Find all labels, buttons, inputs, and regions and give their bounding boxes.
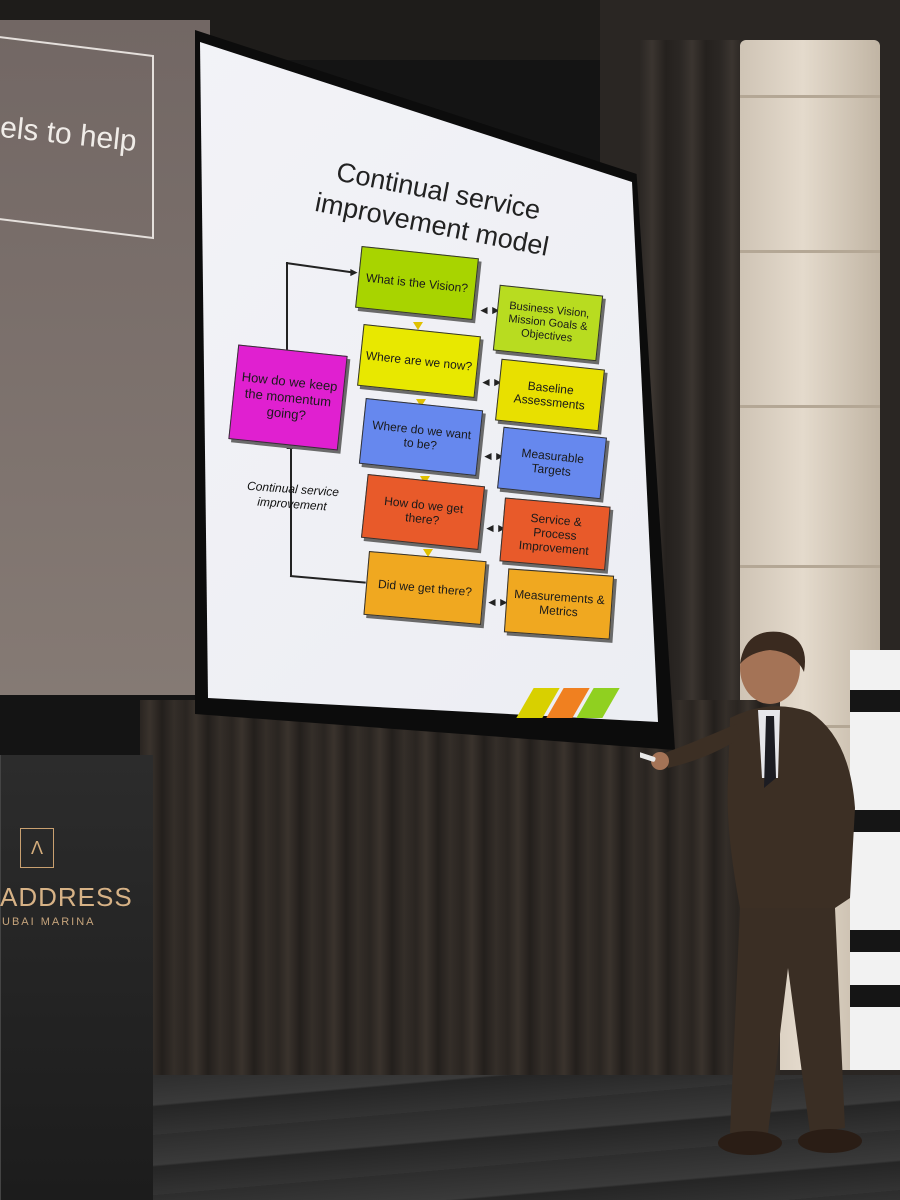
result-box-improvement: Service & Process Improvement: [499, 497, 611, 571]
result-box-targets: Measurable Targets: [497, 426, 607, 500]
podium: [0, 755, 153, 1200]
flow-box-label: Did we get there?: [377, 576, 473, 600]
result-box-label: Service & Process Improvement: [518, 510, 590, 558]
flow-arrow: [413, 322, 423, 330]
flow-box-now: Where are we now?: [357, 324, 481, 398]
flow-box-label: How do we get there?: [383, 493, 464, 528]
column-joint: [740, 250, 880, 253]
banner-stripe: [850, 690, 900, 712]
column-joint: [740, 405, 880, 408]
result-box-label: Measurable Targets: [520, 445, 585, 479]
result-box-label: Baseline Assessments: [513, 378, 586, 413]
banner-stripe: [850, 930, 900, 952]
result-box-label: Measurements & Metrics: [513, 586, 606, 620]
logo-glyph: Λ: [30, 837, 44, 858]
loop-line-up: [286, 262, 288, 362]
loop-arrow-head: ►: [348, 265, 360, 279]
banner-stripe: [850, 985, 900, 1007]
left-screen: [0, 20, 210, 695]
column-joint: [740, 95, 880, 98]
flow-box-did: Did we get there?: [363, 550, 487, 626]
flow-box-label: Where do we want to be?: [371, 417, 472, 453]
banner-stripe: [850, 810, 900, 832]
podium-logo-icon: Λ: [20, 828, 54, 868]
flow-box-label: Where are we now?: [365, 348, 473, 374]
flow-box-vision: What is the Vision?: [355, 246, 479, 320]
flow-box-how: How do we get there?: [360, 474, 486, 550]
result-box-vision: Business Vision, Mission Goals & Objecti…: [492, 284, 604, 362]
result-box-metrics: Measurements & Metrics: [503, 568, 615, 640]
result-box-label: Business Vision, Mission Goals & Objecti…: [507, 299, 591, 345]
flow-arrow: [423, 549, 433, 557]
podium-brand-name: ADDRESS: [0, 882, 133, 912]
flow-box-label: What is the Vision?: [365, 270, 469, 296]
presenter: [640, 631, 862, 1155]
flow-box-want: Where do we want to be?: [358, 398, 484, 476]
podium-brand-subtitle: UBAI MARINA: [2, 916, 96, 928]
loop-box-label: How do we keep the momentum going?: [241, 368, 339, 423]
column-joint: [740, 565, 880, 568]
result-box-baseline: Baseline Assessments: [495, 358, 605, 432]
stage-curtain: [140, 700, 780, 1120]
loop-line-left: [290, 445, 292, 577]
connector-arrow: ◄►: [486, 595, 510, 609]
loop-box: How do we keep the momentum going?: [228, 344, 348, 451]
